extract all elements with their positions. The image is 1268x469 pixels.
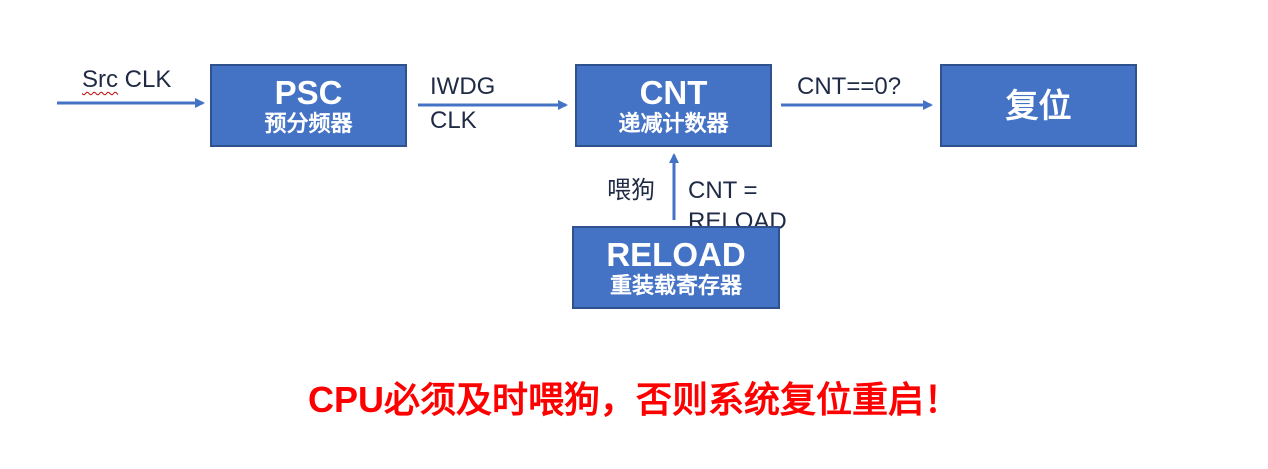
src-clk-label-clk: CLK bbox=[118, 66, 172, 93]
iwdg-clk-label-line2: CLK bbox=[430, 107, 477, 134]
feed-dog-label: 喂狗 bbox=[607, 177, 655, 204]
reload-assign-line1: CNT = bbox=[688, 177, 758, 204]
reload-box: RELOAD 重装载寄存器 bbox=[572, 226, 780, 309]
psc-box: PSC 预分频器 bbox=[210, 64, 407, 147]
reload-subtitle: 重装载寄存器 bbox=[609, 272, 742, 298]
cnt-title: CNT bbox=[639, 73, 708, 111]
watchdog-warning-text: CPU必须及时喂狗，否则系统复位重启！ bbox=[307, 379, 960, 420]
reset-box: 复位 bbox=[940, 64, 1137, 147]
src-clk-label: Src CLK bbox=[82, 65, 171, 95]
psc-subtitle: 预分频器 bbox=[264, 110, 353, 136]
reset-title: 复位 bbox=[1005, 86, 1072, 124]
cnt-subtitle: 递减计数器 bbox=[618, 110, 729, 136]
cnt-box: CNT 递减计数器 bbox=[575, 64, 772, 147]
psc-title: PSC bbox=[274, 73, 343, 111]
iwdg-clk-label-line1: IWDG bbox=[430, 73, 496, 100]
cnt-zero-check-label: CNT==0? bbox=[797, 73, 902, 100]
reload-title: RELOAD bbox=[606, 235, 746, 273]
src-clk-label-src: Src bbox=[82, 66, 118, 93]
